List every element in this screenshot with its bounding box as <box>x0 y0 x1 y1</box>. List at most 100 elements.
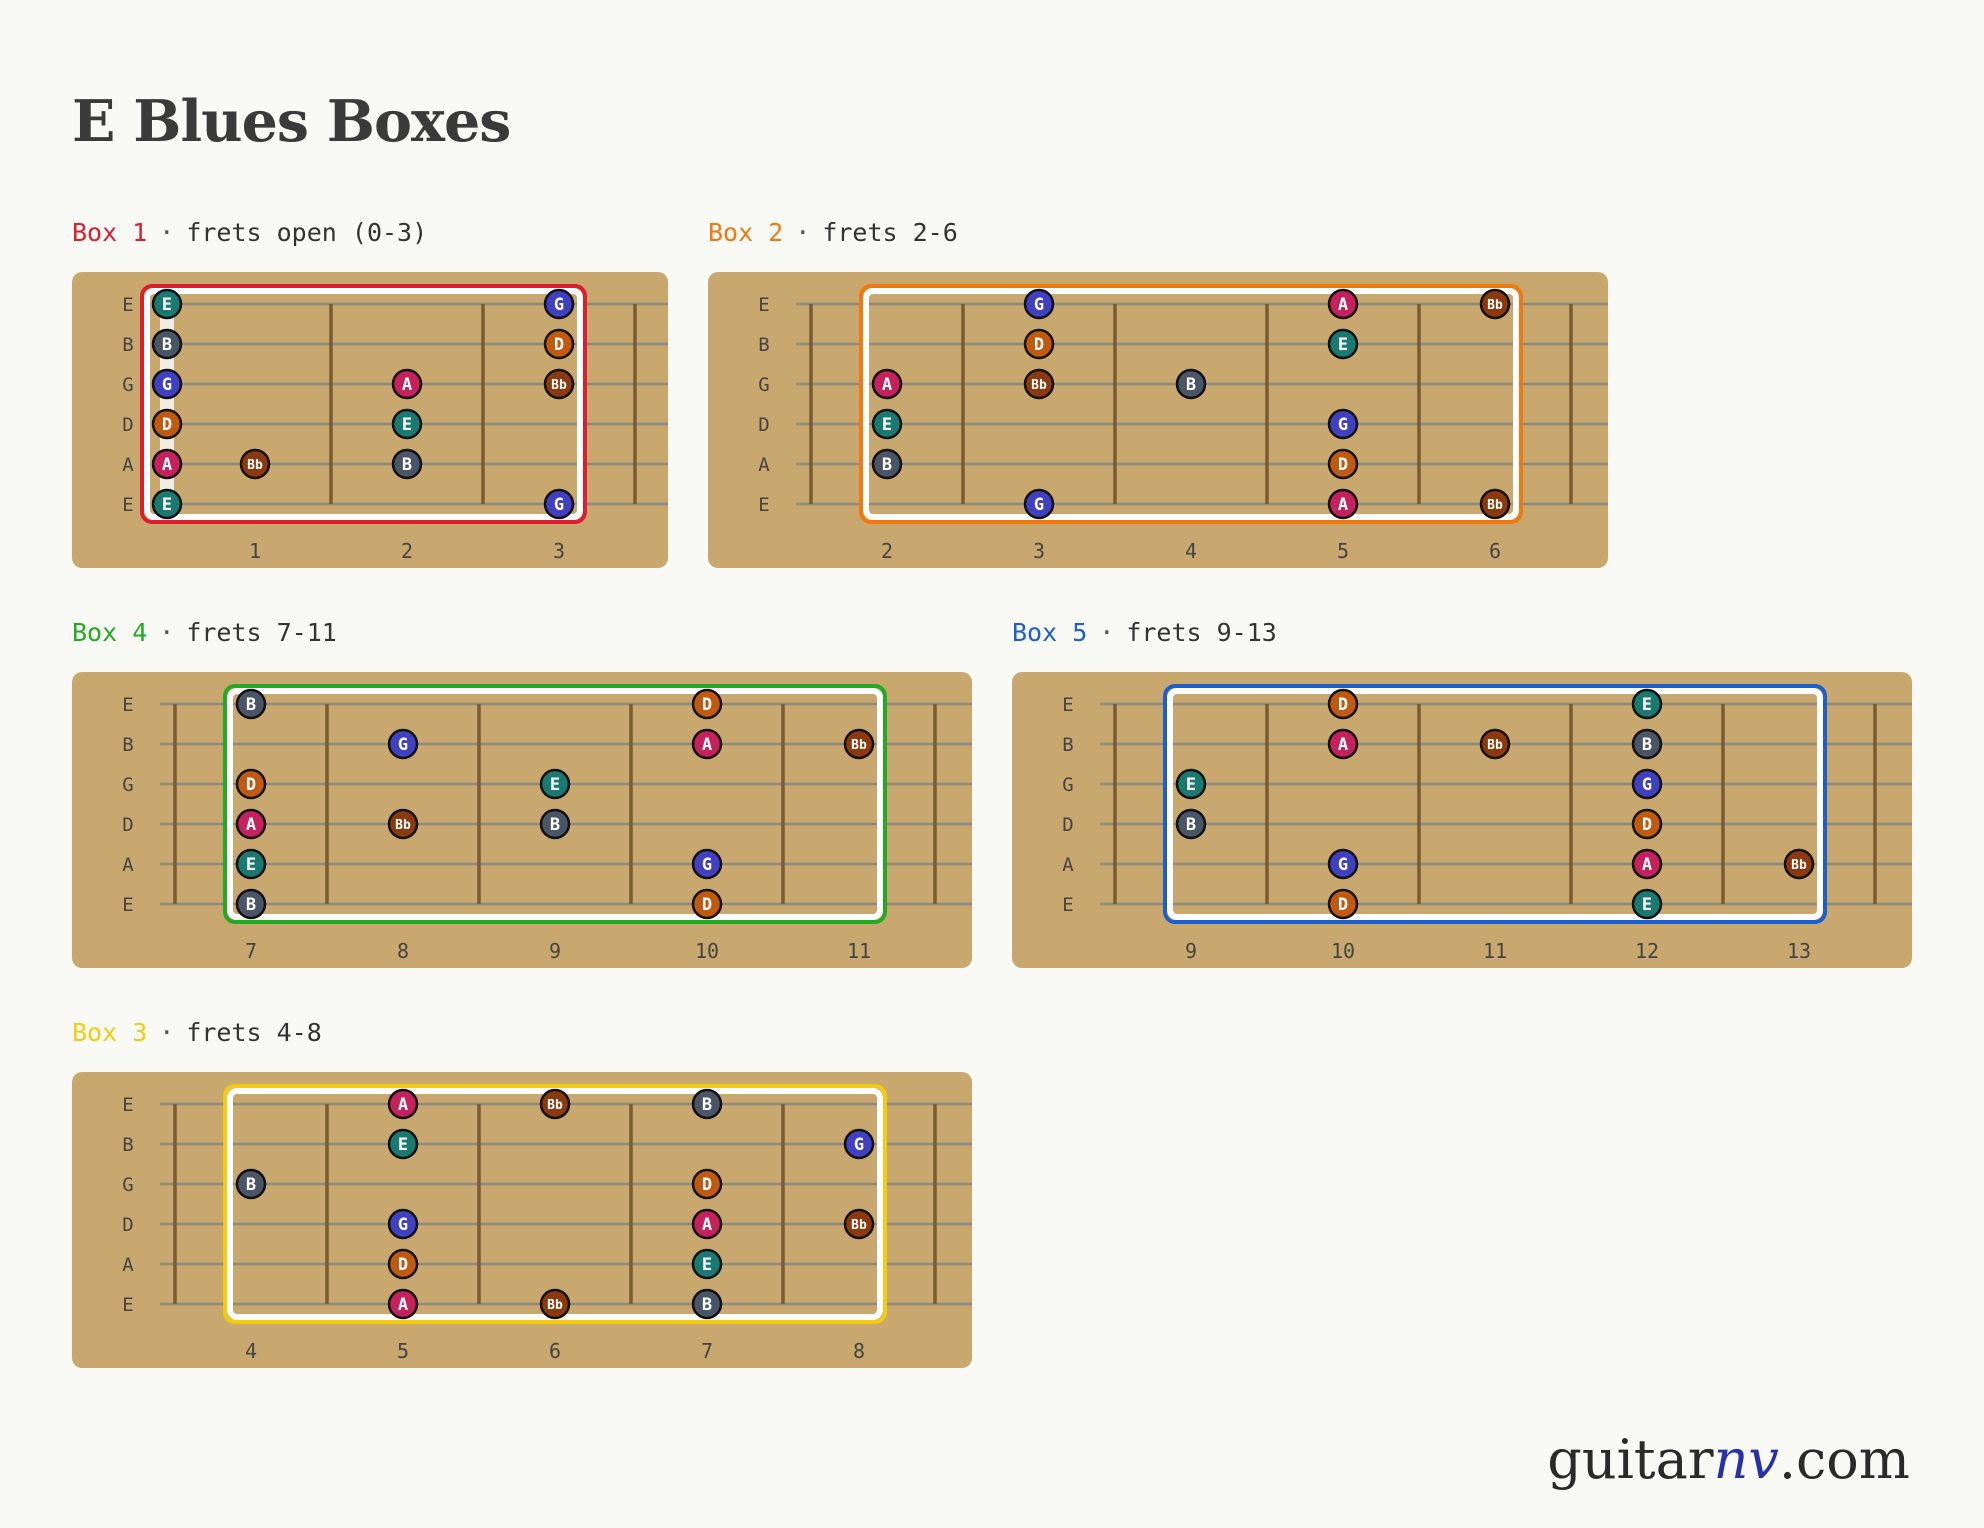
note-label: E <box>398 1135 408 1155</box>
note-label: B <box>246 1175 256 1195</box>
note-dot <box>151 488 183 520</box>
string-label: B <box>122 734 133 756</box>
fret-number: 6 <box>1489 539 1501 563</box>
string-label: A <box>122 854 134 876</box>
fret-number: 13 <box>1787 939 1811 963</box>
separator-dot: · <box>159 618 175 647</box>
note-label: Bb <box>1487 738 1503 753</box>
note-label: E <box>1642 695 1652 715</box>
note-dot <box>1175 768 1207 800</box>
highlight-inner <box>863 288 1519 520</box>
note-label: E <box>882 415 892 435</box>
box-highlight <box>223 1084 887 1324</box>
note-dot <box>1023 488 1055 520</box>
note-label: E <box>1186 775 1196 795</box>
note-dot <box>543 328 575 360</box>
note-label: G <box>398 735 408 755</box>
fret-number: 4 <box>1185 539 1197 563</box>
box1-fret-range: frets open (0-3) <box>186 218 428 247</box>
note-dot <box>691 1088 723 1120</box>
note-label: D <box>1338 455 1348 475</box>
note-dot <box>235 848 267 880</box>
string-label: E <box>122 294 133 316</box>
note-label: E <box>162 295 172 315</box>
string-label: B <box>758 334 769 356</box>
highlight-inner <box>144 288 583 520</box>
note-dot <box>691 848 723 880</box>
note-dot <box>539 1288 571 1320</box>
fret-number: 5 <box>397 1339 409 1363</box>
string-label: B <box>1062 734 1073 756</box>
fret-number: 7 <box>701 1339 713 1363</box>
note-dot <box>1327 448 1359 480</box>
note-dot <box>235 888 267 920</box>
string-label: G <box>758 374 769 396</box>
box4-label: Box 4 <box>72 618 148 647</box>
box5-fret-range: frets 9-13 <box>1126 618 1277 647</box>
note-dot <box>1631 728 1663 760</box>
note-label: B <box>162 335 172 355</box>
note-label: Bb <box>1791 858 1807 873</box>
box1-label: Box 1 <box>72 218 148 247</box>
string-label: E <box>1062 694 1073 716</box>
note-dot <box>691 1288 723 1320</box>
fret-number: 9 <box>1185 939 1197 963</box>
note-dot <box>1327 728 1359 760</box>
string-label: E <box>758 494 769 516</box>
note-dot <box>543 288 575 320</box>
string-label: D <box>122 814 133 836</box>
note-label: D <box>1034 335 1044 355</box>
note-dot <box>691 1248 723 1280</box>
note-label: Bb <box>551 378 567 393</box>
note-dot <box>1175 808 1207 840</box>
box4-header: Box 4·frets 7-11 <box>72 618 337 647</box>
note-label: D <box>702 1175 712 1195</box>
note-dot <box>235 1168 267 1200</box>
note-label: D <box>554 335 564 355</box>
note-dot <box>1631 768 1663 800</box>
note-dot <box>691 728 723 760</box>
separator-dot: · <box>795 218 811 247</box>
note-label: A <box>162 455 172 475</box>
box2-label: Box 2 <box>708 218 784 247</box>
note-label: G <box>1034 495 1044 515</box>
fret-number: 8 <box>853 1339 865 1363</box>
note-dot <box>543 488 575 520</box>
note-label: B <box>1186 815 1196 835</box>
note-label: D <box>1338 895 1348 915</box>
box5-label: Box 5 <box>1012 618 1088 647</box>
note-dot <box>1631 808 1663 840</box>
string-label: E <box>758 294 769 316</box>
note-dot <box>1327 488 1359 520</box>
note-label: A <box>402 375 412 395</box>
string-label: A <box>122 454 134 476</box>
note-label: Bb <box>1487 498 1503 513</box>
note-dot <box>151 328 183 360</box>
note-label: D <box>702 895 712 915</box>
string-label: E <box>122 1294 133 1316</box>
note-dot <box>391 448 423 480</box>
note-dot <box>387 1088 419 1120</box>
note-label: B <box>882 455 892 475</box>
note-dot <box>387 1248 419 1280</box>
fret-number: 3 <box>553 539 565 563</box>
note-label: Bb <box>395 818 411 833</box>
note-dot <box>1479 288 1511 320</box>
note-label: G <box>1338 855 1348 875</box>
note-label: B <box>702 1095 712 1115</box>
note-dot <box>235 808 267 840</box>
fret-number: 6 <box>549 1339 561 1363</box>
note-dot <box>1175 368 1207 400</box>
brand-logo: guitarnv.com <box>1547 1428 1910 1491</box>
note-dot <box>539 768 571 800</box>
note-dot <box>1479 728 1511 760</box>
fret-number: 8 <box>397 939 409 963</box>
note-dot <box>1327 328 1359 360</box>
string-label: B <box>122 334 133 356</box>
note-dot <box>1479 488 1511 520</box>
string-label: A <box>1062 854 1074 876</box>
